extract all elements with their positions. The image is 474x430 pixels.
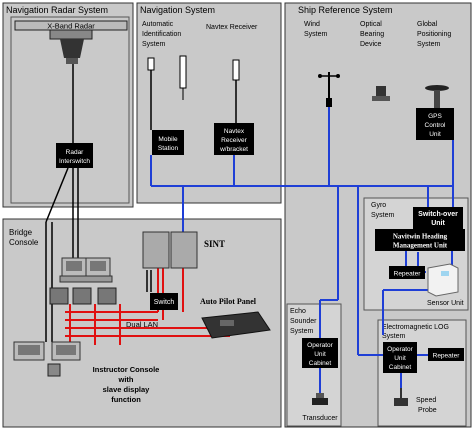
autopilot-label: Auto Pilot Panel <box>200 297 257 306</box>
navitwin-label-1: Navitwin Heading <box>393 233 448 241</box>
optical-label-2: Bearing <box>360 31 384 38</box>
switch-label: Switch <box>154 299 175 306</box>
emlog-section: Electromagnetic LOG System <box>377 319 467 427</box>
blue-lan-lines <box>150 107 454 400</box>
ship-ref-section-title: Ship Reference System <box>298 5 393 15</box>
navitwin-label-2: Management Unit <box>393 242 448 250</box>
instructor-label-4: function <box>111 395 141 404</box>
navtex-label: Navtex Receiver <box>206 24 258 31</box>
optical-bearing-icon <box>372 86 390 101</box>
instructor-label-3: slave display <box>103 385 151 394</box>
echo-operator-box: Operator Unit Cabinet <box>302 338 338 368</box>
gps-control-label-2: Control <box>425 122 447 129</box>
transducer-icon <box>312 393 328 405</box>
radar-interswitch-box: Radar Interswitch <box>56 143 93 168</box>
repeater-log-label: Repeater <box>433 353 461 360</box>
echo-section-title-1: Echo <box>290 308 306 315</box>
speed-probe-icon <box>394 388 408 406</box>
gps-label-1: Global <box>417 21 438 28</box>
instructor-label-1: Instructor Console <box>93 365 160 374</box>
echo-op-label-1: Operator <box>307 342 333 349</box>
switch-box: Switch <box>150 293 178 310</box>
gps-antenna-icon <box>425 85 449 110</box>
radar-interswitch-label-1: Radar <box>66 149 85 156</box>
red-lan-lines <box>65 262 231 345</box>
switchover-unit-box: Switch-over Unit <box>413 207 463 229</box>
gps-control-unit-box: GPS Control Unit <box>416 108 454 140</box>
log-op-label-1: Operator <box>387 346 413 353</box>
bridge-section-title-2: Console <box>9 238 39 247</box>
wind-label-1: Wind <box>304 21 320 28</box>
ais-label-3: System <box>142 41 166 48</box>
speed-probe-label-1: Speed <box>416 397 436 404</box>
navtex-receiver-box: Navtex Receiver w/bracket <box>214 123 254 155</box>
sensor-unit-label: Sensor Unit <box>427 300 464 307</box>
navtex-receiver-label-3: w/bracket <box>219 146 248 153</box>
black-cables <box>45 60 152 342</box>
bridge-section-title-1: Bridge <box>9 228 33 237</box>
radar-section-title: Navigation Radar System <box>6 5 108 15</box>
mobile-station-label-2: Station <box>158 145 179 152</box>
nav-section: Navigation System <box>136 2 282 204</box>
echo-section-title-3: System <box>290 328 314 335</box>
gps-control-label-3: Unit <box>429 131 441 138</box>
ais-label-2: Identification <box>142 31 181 38</box>
echo-section-title-2: Sounder <box>290 318 317 325</box>
echo-op-label-2: Unit <box>314 351 326 358</box>
log-op-label-3: Cabinet <box>389 364 412 371</box>
transducer-label: Transducer <box>302 415 338 422</box>
navtex-receiver-label-1: Navtex <box>224 128 245 135</box>
navtex-receiver-label-2: Receiver <box>221 137 247 144</box>
optical-label-3: Device <box>360 41 382 48</box>
optical-label-1: Optical <box>360 21 382 28</box>
emlog-section-title-1: Electromagnetic LOG <box>382 324 449 331</box>
mobile-station-box: Mobile Station <box>152 130 184 155</box>
mobile-station-label-1: Mobile <box>158 136 178 143</box>
gyro-section-title-1: Gyro <box>371 202 386 209</box>
nav-section-title: Navigation System <box>140 5 215 15</box>
sint-label: SINT <box>204 239 225 249</box>
sint-unit-icon <box>142 231 198 269</box>
dual-lan-label: Dual LAN <box>126 320 158 329</box>
emlog-section-title-2: System <box>382 333 406 340</box>
x-band-radar: X-Band Radar <box>14 20 128 64</box>
repeater-log-box: Repeater <box>428 348 464 361</box>
instructor-label-2: with <box>118 375 134 384</box>
sensor-unit-icon <box>427 263 459 297</box>
console-chairs-icon <box>49 287 117 305</box>
console-monitors-icon <box>59 257 113 283</box>
wind-label-2: System <box>304 31 328 38</box>
echo-op-label-3: Cabinet <box>309 360 332 367</box>
speed-probe-label-2: Probe <box>418 407 437 414</box>
gps-label-3: System <box>417 41 441 48</box>
navitwin-box: Navitwin Heading Management Unit <box>375 229 465 251</box>
wind-sensor-icon <box>318 72 340 107</box>
instructor-console-icon <box>13 341 81 377</box>
ais-label-1: Automatic <box>142 21 174 28</box>
gps-control-label-1: GPS <box>428 113 442 120</box>
ais-antenna-icon <box>147 55 187 130</box>
log-operator-box: Operator Unit Cabinet <box>383 342 417 373</box>
navtex-antenna-icon <box>232 59 240 123</box>
log-op-label-2: Unit <box>394 355 406 362</box>
autopilot-panel-icon <box>201 311 271 339</box>
radar-interswitch-label-2: Interswitch <box>59 158 90 165</box>
repeater-gyro-label: Repeater <box>394 271 422 278</box>
switchover-label-2: Unit <box>431 220 445 227</box>
repeater-gyro-box: Repeater <box>389 266 425 279</box>
gyro-section-title-2: System <box>371 212 395 219</box>
x-band-radar-label: X-Band Radar <box>47 22 95 31</box>
switchover-label-1: Switch-over <box>418 211 458 218</box>
gps-label-2: Positioning <box>417 31 451 38</box>
